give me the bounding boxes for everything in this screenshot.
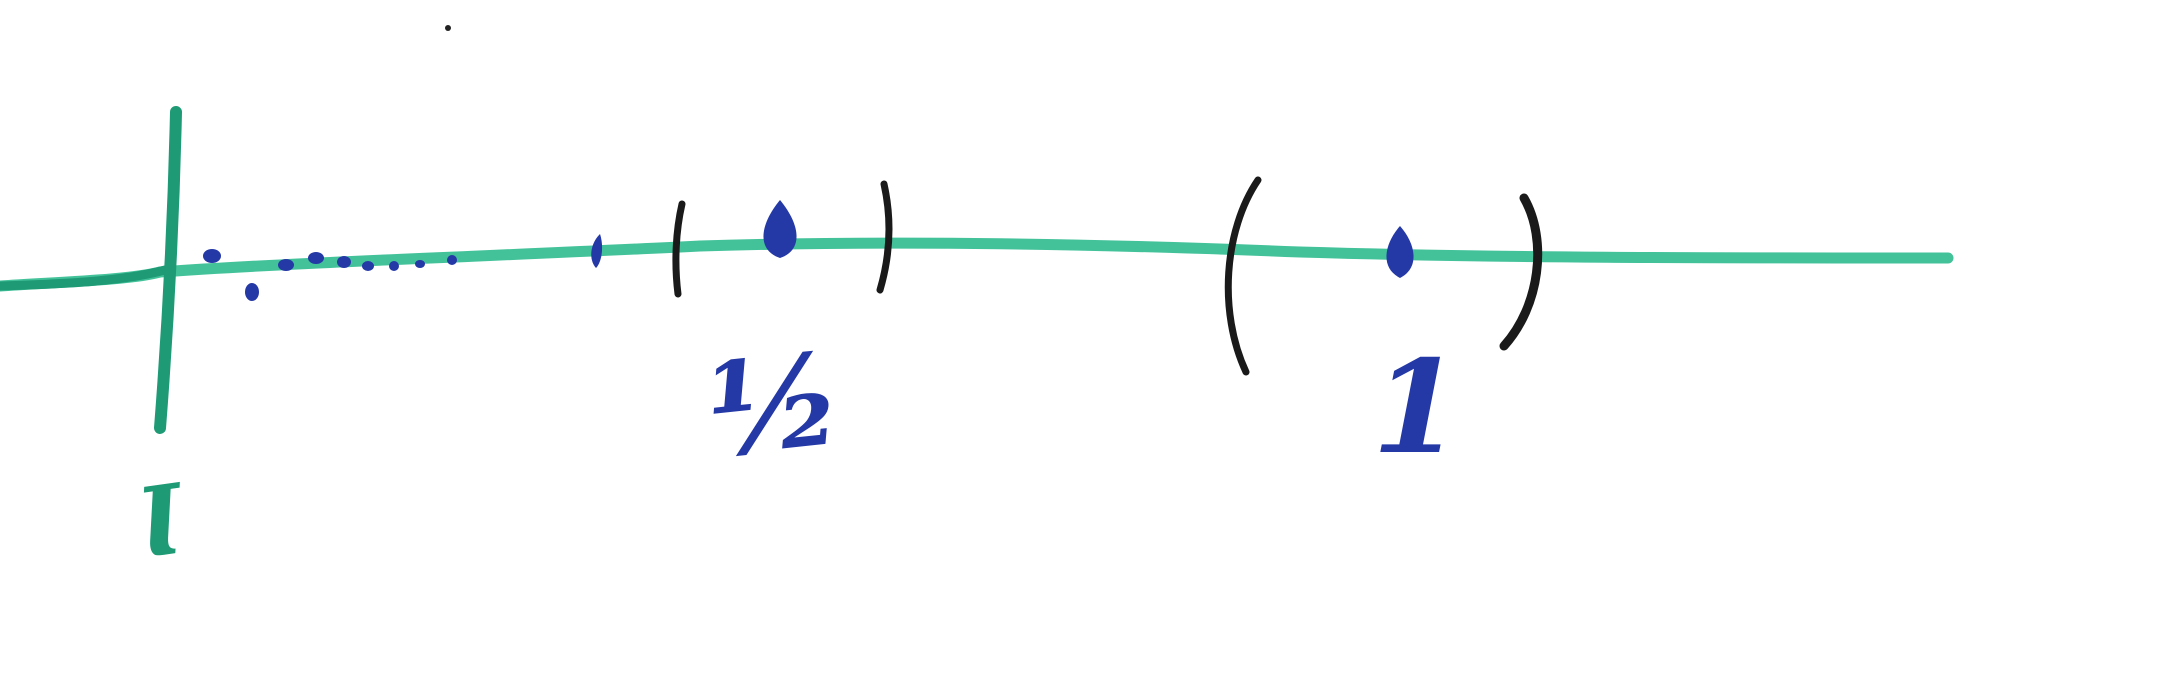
dot-accumulating xyxy=(415,260,425,268)
one-label: 1 xyxy=(1372,333,1462,483)
dot-accumulating xyxy=(447,255,457,265)
point-one xyxy=(1386,226,1414,278)
dot-accumulating xyxy=(308,252,324,264)
point-half xyxy=(763,200,797,258)
half-label: ½ xyxy=(700,324,849,488)
dot-accumulating xyxy=(337,256,351,268)
right-bracket-one xyxy=(1499,193,1543,351)
left-bracket-one xyxy=(1224,176,1262,376)
dot-accumulating xyxy=(278,259,294,271)
dot-accumulating xyxy=(362,261,374,271)
dot-accumulating xyxy=(389,261,399,271)
left-bracket-half xyxy=(672,200,686,298)
accumulating-dots xyxy=(203,234,603,301)
dot-accumulating xyxy=(245,283,259,301)
origin-tick xyxy=(154,106,182,434)
stray-mark xyxy=(445,25,451,31)
axis-left-stub xyxy=(0,265,170,291)
right-bracket-half xyxy=(876,180,893,294)
dot-accumulating xyxy=(591,234,603,268)
dot-accumulating xyxy=(203,249,221,263)
